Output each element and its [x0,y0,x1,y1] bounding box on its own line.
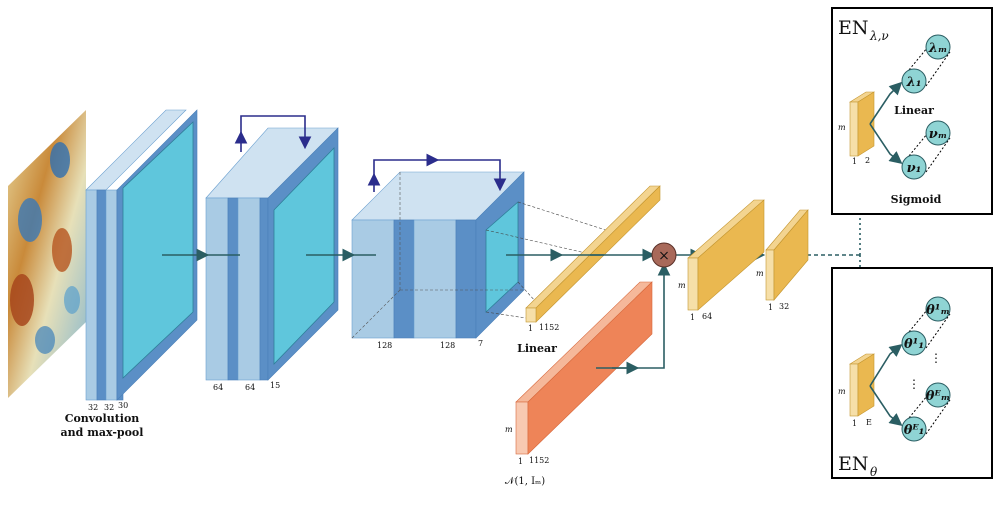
noise-caption: 𝒩(1, Iₘ) [505,476,545,487]
multiply-node: × [651,242,677,268]
en-lambda-nu-panel: EN λ,ν m 1 2 λₘ λ₁ νₘ ν₁ Linear Sigmoid [831,7,993,215]
en-lambda-nu-subscript: λ,ν [869,29,889,43]
noise-m-label: m [505,425,513,434]
res1-channel-label: 64 [213,383,223,392]
en-theta-dim: E [866,418,872,427]
en-theta-m: m [838,387,846,396]
node-theta-e-m: θᴱₘ [926,389,950,404]
ellipsis-dots: ⋮ [930,351,942,365]
node-theta-e-1: θᴱ₁ [904,423,925,438]
linear-bar: 1 1152 Linear [517,185,661,355]
dense2-dim: 32 [779,302,789,311]
en-linear-caption: Linear [894,104,934,117]
res1-channel-label: 64 [245,383,255,392]
en-lambda-nu-dim: 2 [865,156,870,165]
node-nu-1: ν₁ [907,161,922,176]
dense-block-1: m 1 64 [678,199,765,322]
linear-caption: Linear [517,342,557,355]
en-lambda-nu-title: EN [838,17,869,39]
res1-channel-label: 15 [270,381,280,390]
noise-dim: 1 [518,457,523,466]
conv-channel-label: 30 [118,401,128,410]
node-lambda-1: λ₁ [906,75,922,90]
dense1-m-label: m [678,281,686,290]
conv-block: 32 32 30 Convolution and max-pool [61,109,198,439]
res-block-2: 128 128 7 [351,153,525,350]
linear-dim: 1152 [539,323,559,332]
multiply-symbol: × [658,248,670,264]
noise-block: m 1 1152 𝒩(1, Iₘ) [505,281,653,487]
node-theta-1-m: θ¹ₘ [926,303,950,318]
res2-channel-label: 7 [478,339,483,348]
en-theta-dim: 1 [852,419,857,428]
node-lambda-m: λₘ [928,41,948,56]
flow-arrows [162,192,867,375]
res2-channel-label: 128 [440,341,455,350]
en-theta-panel: EN θ m 1 E θ¹ₘ θ¹₁ θᴱₘ θᴱ₁ ⋮ ⋮ [831,267,993,479]
noise-dim: 1152 [529,456,549,465]
conv-caption: and max-pool [61,426,144,439]
en-lambda-nu-dim: 1 [852,157,857,166]
res2-channel-label: 128 [377,341,392,350]
conv-caption: Convolution [65,412,140,425]
projection-lines [485,201,613,319]
linear-dim: 1 [528,324,533,333]
res-block-1: 64 64 15 [205,115,339,392]
dense1-dim: 1 [690,313,695,322]
en-lambda-nu-m: m [838,123,846,132]
ellipsis-dots: ⋮ [908,377,920,391]
dense2-dim: 1 [768,303,773,312]
node-nu-m: νₘ [929,127,948,142]
en-sigmoid-caption: Sigmoid [891,193,942,206]
dense1-dim: 64 [702,312,712,321]
conv-channel-label: 32 [88,403,98,412]
en-theta-subscript: θ [870,465,878,479]
en-theta-title: EN [838,453,869,475]
dense-block-2: m 1 32 [756,209,809,312]
conv-channel-label: 32 [104,403,114,412]
dense2-m-label: m [756,269,764,278]
node-theta-1-1: θ¹₁ [904,337,924,352]
input-field-image [8,110,86,398]
